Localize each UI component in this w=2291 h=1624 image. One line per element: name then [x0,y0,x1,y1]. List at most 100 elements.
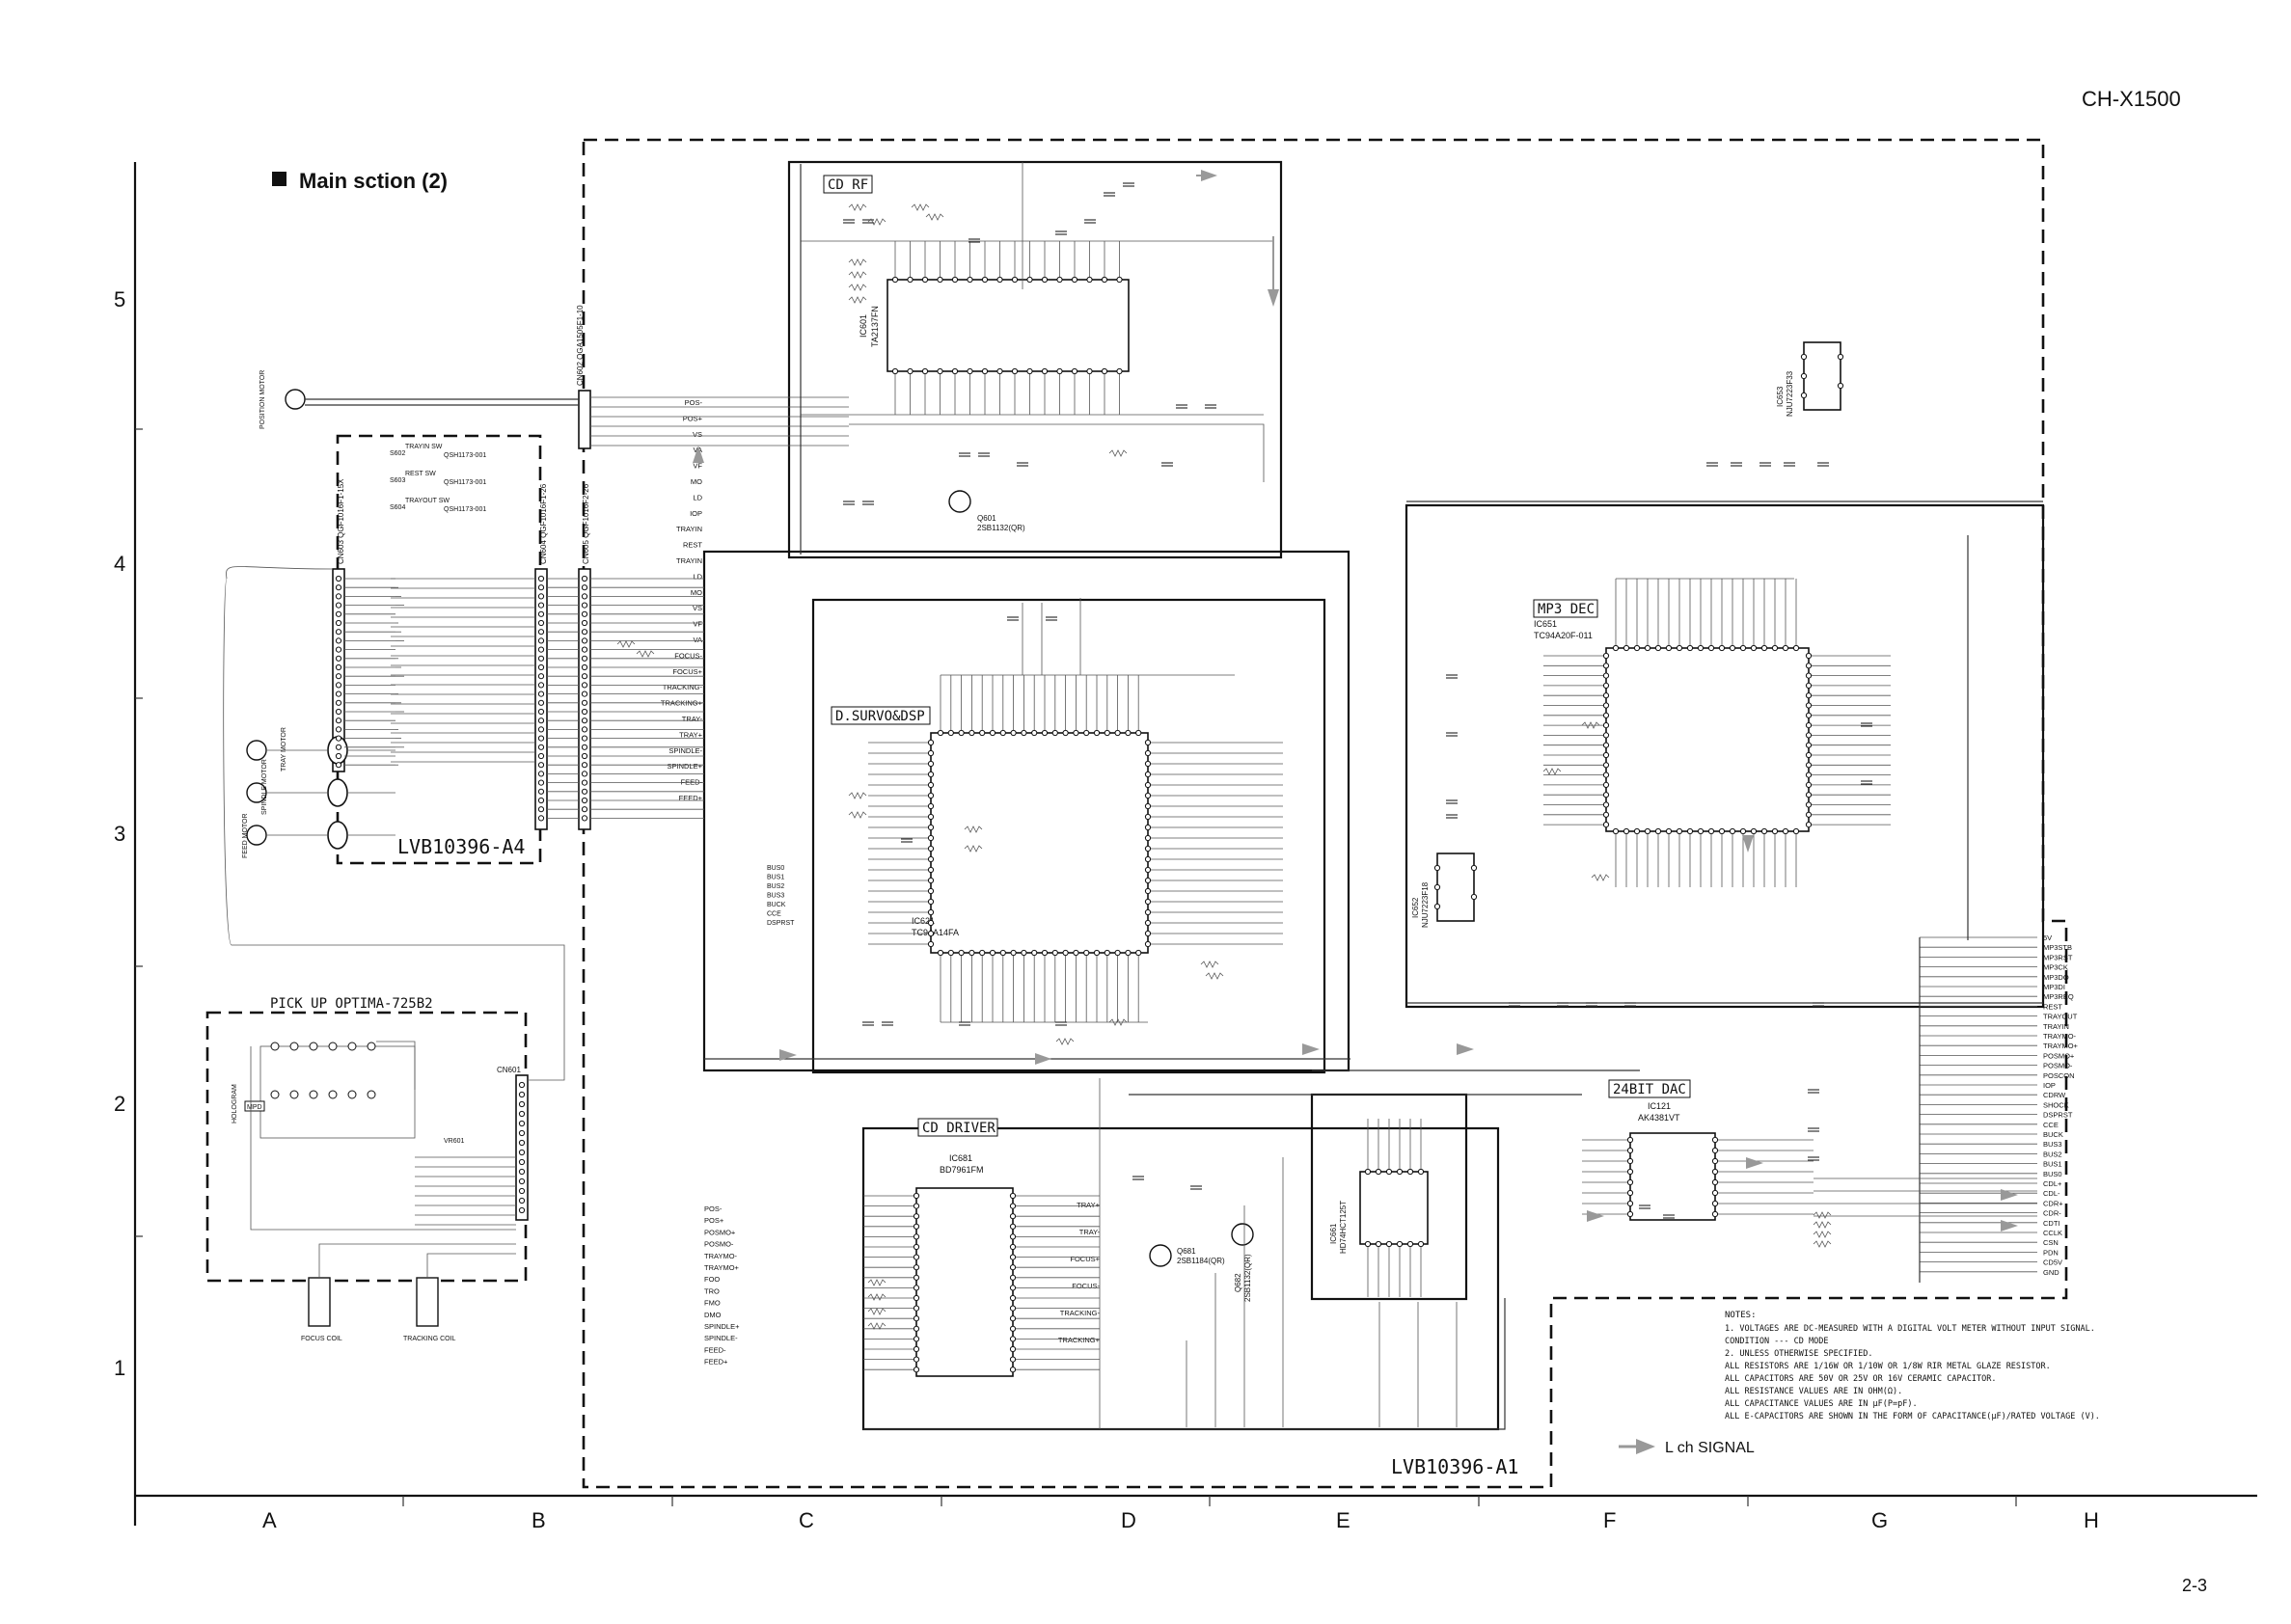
signal-label: BUS0 [2043,1170,2062,1178]
column-label: D [1121,1508,1136,1532]
svg-text:ALL CAPACITANCE VALUES ARE IN: ALL CAPACITANCE VALUES ARE IN μF(P=pF). [1725,1399,1918,1409]
svg-text:HOLOGRAM: HOLOGRAM [232,1084,238,1123]
signal-label: BUS1 [2043,1160,2062,1169]
svg-text:QSH1173-001: QSH1173-001 [444,479,486,486]
signal-label: FOO [704,1275,720,1284]
wiring [223,162,2043,1430]
signal-label: PDN [2043,1248,2059,1257]
signal-label: FEED+ [679,794,703,802]
signal-label: POSMO- [704,1240,734,1249]
svg-text:IC652: IC652 [1411,897,1420,918]
row-label: 3 [114,822,125,846]
svg-text:TA2137FN: TA2137FN [870,306,880,347]
section-title: Main sction (2) [299,169,448,193]
svg-text:TC94A14FA: TC94A14FA [912,928,959,937]
signal-label: POS- [685,398,703,407]
signal-label: POS+ [704,1216,724,1225]
signal-label: DSPRST [2043,1111,2073,1120]
signal-label: TRACKING- [1060,1309,1101,1317]
column-label: A [262,1508,277,1532]
cn602: CN602 QGA1505F1-10 [576,305,591,449]
svg-text:FOCUS COIL: FOCUS COIL [301,1336,342,1342]
signal-label: CDTI [2043,1219,2060,1228]
svg-text:2. UNLESS OTHERWISE SPECIFIED.: 2. UNLESS OTHERWISE SPECIFIED. [1725,1349,1873,1359]
signal-label: SPINDLE- [704,1334,738,1342]
cd-driver-label: CD DRIVER [922,1121,995,1136]
ic681: IC681 BD7961FM [915,1153,1014,1377]
signal-label: 5V [2043,934,2052,942]
signal-label: TRAY- [682,715,703,723]
ic621: IC621 TC94A14FA [912,732,1149,954]
main-board-label: LVB10396-A1 [1391,1455,1518,1478]
servo-inner-box [811,598,1326,1074]
signal-label: CD5V [2043,1259,2062,1267]
signal-label: TRAYIN [676,525,702,533]
svg-text:CN602 QGA1505F1-10: CN602 QGA1505F1-10 [576,305,585,386]
svg-text:QSH1173-001: QSH1173-001 [444,506,486,513]
svg-text:POSITION MOTOR: POSITION MOTOR [259,370,266,429]
signal-label: POS+ [683,414,703,422]
ic653: IC653 NJU7223F33 [1776,341,1841,417]
signal-label: TRO [704,1286,720,1295]
svg-text:TRAYOUT SW: TRAYOUT SW [405,498,450,504]
signal-label: FEED- [704,1345,726,1354]
servo-dsp-label: D.SURVO&DSP [835,709,925,724]
cd-rf-label: CD RF [828,177,868,193]
signal-label: FEED- [681,778,703,787]
signal-label: GND [2043,1268,2059,1277]
svg-text:BD7961FM: BD7961FM [940,1165,984,1175]
mp3-dec-label: MP3 DEC [1538,602,1595,617]
signal-label: CDL- [2043,1189,2060,1198]
signal-label: IOP [2043,1081,2056,1090]
pickup-internals: HOLOGRAM MPD VR601 [232,1042,465,1145]
spindle-motor: SPINDLE MOTOR [246,759,348,815]
signal-label: SPINDLE- [668,746,702,755]
svg-text:IC121: IC121 [1648,1101,1671,1111]
pickup-label: PICK UP OPTIMA-725B2 [270,996,433,1012]
mp3-dec-box [1405,503,2045,1009]
signal-label: MP3STB [2043,943,2072,952]
q682: Q682 2SB1132(QR) [1231,1223,1254,1302]
ic651: IC651 TC94A20F-011 [1534,619,1810,832]
signal-label: TRAYMO+ [704,1263,740,1272]
svg-text:Q681: Q681 [1177,1247,1196,1256]
signal-label: TRACKING+ [1058,1336,1101,1344]
focus-coil: FOCUS COIL [301,1277,342,1342]
signal-label: TRAYMO- [2043,1032,2077,1041]
column-label: H [2084,1508,2099,1532]
signal-label: CCLK [2043,1229,2062,1237]
svg-text:2SB1132(QR): 2SB1132(QR) [977,524,1025,532]
signal-label: FOCUS+ [1070,1255,1100,1263]
column-label: F [1603,1508,1616,1532]
left-signal-labels: POS-POS+VSVAVFMOLDIOPTRAYINRESTTRAYINLDM… [661,398,703,802]
signal-label: CCE [2043,1121,2059,1129]
lower-board-label: LVB10396-A4 [397,835,525,858]
ic652: IC652 NJU7223F18 [1411,853,1475,928]
column-label: B [532,1508,546,1532]
signal-label: SPINDLE+ [668,762,703,771]
switches: S602 TRAYIN SW QSH1173-001 S603 REST SW … [390,444,486,513]
signal-label: TRAYIN [2043,1022,2069,1031]
signal-label: POSMO+ [2043,1051,2075,1060]
ic601: IC601 TA2137FN [859,279,1130,372]
svg-text:TRAYIN SW: TRAYIN SW [405,444,443,450]
signal-label: POSCON [2043,1071,2075,1080]
page-number: 2-3 [2182,1576,2207,1595]
svg-text:SPINDLE MOTOR: SPINDLE MOTOR [261,759,268,815]
svg-text:S604: S604 [390,504,405,511]
signal-label: BUS3 [2043,1140,2062,1149]
column-label: C [799,1508,814,1532]
svg-text:QSH1173-001: QSH1173-001 [444,452,486,459]
svg-text:ALL RESISTORS ARE 1/16W OR 1/1: ALL RESISTORS ARE 1/16W OR 1/10W OR 1/8W… [1725,1362,2051,1371]
signal-label: FOCUS- [674,651,702,660]
signal-label: TRAY- [1079,1228,1101,1236]
position-motor: POSITION MOTOR [259,370,306,429]
signal-label: MP3CK [2043,963,2068,972]
svg-text:IC681: IC681 [949,1153,972,1163]
legend-label: L ch SIGNAL [1665,1440,1755,1456]
tracking-coil: TRACKING COIL [403,1277,456,1342]
signal-label: BUS2 [2043,1150,2062,1158]
svg-text:CN604 QGF1016F1-26: CN604 QGF1016F1-26 [539,483,548,564]
signal-label: FOCUS+ [672,667,702,676]
